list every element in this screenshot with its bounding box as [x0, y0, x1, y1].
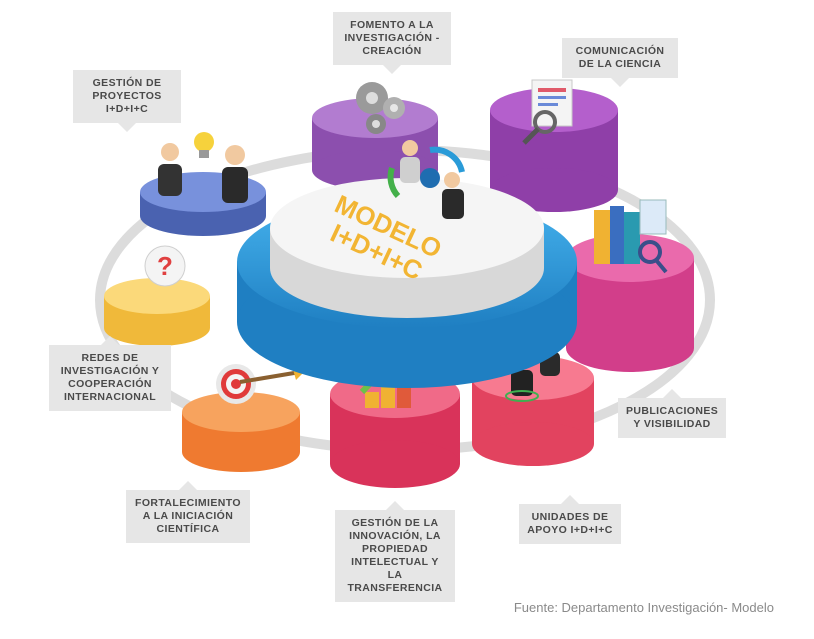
source-caption: Fuente: Departamento Investigación- Mode… [513, 600, 774, 615]
svg-text:?: ? [157, 251, 173, 281]
label-publicaciones: PUBLICACIONES Y VISIBILIDAD [618, 389, 726, 438]
document-magnifier-icon [522, 79, 573, 145]
label-gestion-innovacion: GESTIÓN DE LA INNOVACIÓN, LA PROPIEDAD I… [335, 501, 455, 602]
question-bubble-icon: ? [144, 245, 186, 287]
label-fortalecimiento: FORTALECIMIENTO A LA INICIACIÓN CIENTÍFI… [126, 481, 250, 543]
cylinder-redes[interactable] [104, 278, 210, 346]
label-fomento: FOMENTO A LA INVESTIGACIÓN - CREACIÓN [333, 12, 451, 74]
people-icon [158, 143, 248, 203]
label-redes: REDES DE INVESTIGACIÓN Y COOPERACIÓN INT… [49, 336, 171, 411]
lightbulb-icon [194, 132, 214, 158]
books-icon [594, 199, 668, 274]
cycle-arrows-icon [387, 140, 465, 219]
label-unidades: UNIDADES DE APOYO I+D+I+C [519, 495, 621, 544]
target-arrow-icon [216, 364, 306, 404]
label-gestion-proyectos: GESTIÓN DE PROYECTOS I+D+I+C [73, 70, 181, 132]
label-comunicacion: COMUNICACIÓN DE LA CIENCIA [562, 38, 678, 87]
central-hub [237, 178, 577, 388]
cylinder-fortalecimiento[interactable] [182, 392, 300, 472]
gears-icon [356, 82, 405, 134]
